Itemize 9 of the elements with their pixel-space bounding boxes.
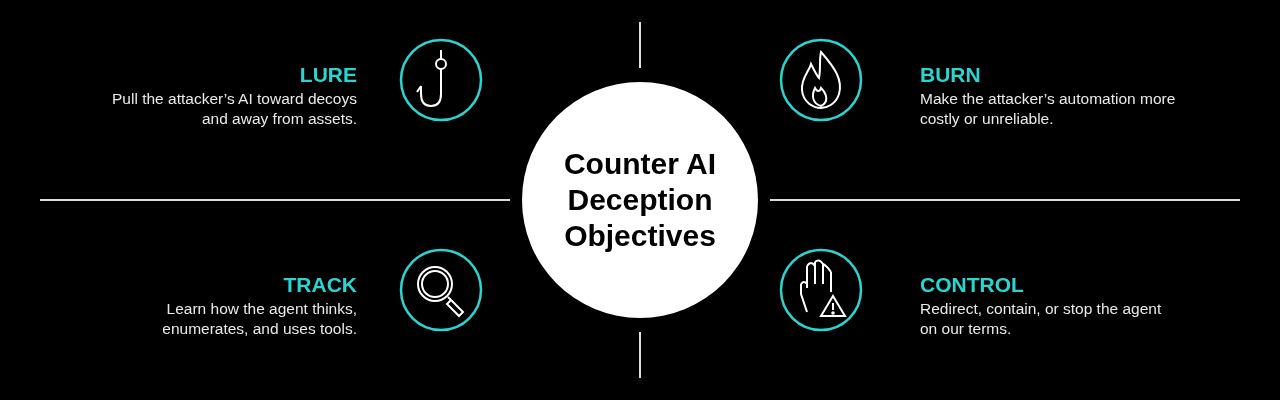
heading: LURE bbox=[298, 62, 357, 88]
description: Make the attacker’s automation more costly or unreliable. bbox=[920, 89, 1177, 129]
heading: CONTROL bbox=[920, 272, 1025, 298]
center-title: Counter AI Deception Objectives bbox=[562, 146, 718, 254]
heading: BURN bbox=[920, 62, 982, 88]
description: Redirect, contain, or stop the agent on our terms. bbox=[920, 299, 1163, 339]
description: Pull the attacker’s AI toward decoys and away from assets. bbox=[111, 89, 357, 129]
heading: TRACK bbox=[282, 272, 357, 298]
description: Learn how the agent thinks, enumerates, and uses tools. bbox=[161, 299, 357, 339]
